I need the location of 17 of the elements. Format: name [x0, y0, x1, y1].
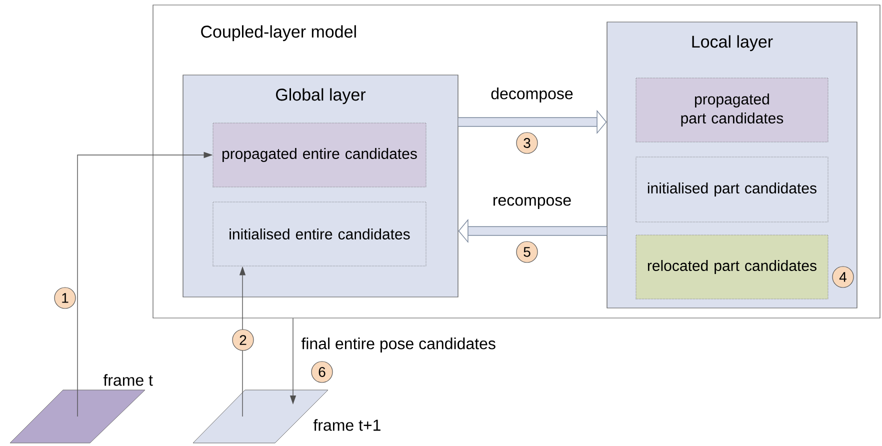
edge-label: decompose: [491, 88, 573, 102]
number-badge: 1: [54, 287, 76, 309]
number-badge: 4: [832, 266, 854, 288]
candidates-box: initialised entire candidates: [212, 202, 426, 266]
number-badge: 3: [516, 132, 538, 154]
number-badge: 2: [232, 329, 254, 351]
number-badge: 5: [516, 241, 538, 263]
node-label: frame t: [103, 374, 153, 386]
frame-drawing: frame t+1: [192, 390, 380, 444]
candidates-box: relocated part candidates: [636, 234, 828, 300]
edge-label: final entire pose candidates: [301, 338, 496, 352]
frame-drawing: frame t: [10, 374, 153, 444]
edge-label: recompose: [494, 197, 571, 209]
candidates-box: initialised part candidates: [636, 156, 828, 222]
candidates-box: propagated part candidates: [636, 78, 828, 142]
number-badge: 6: [311, 361, 333, 383]
candidates-box: propagated entire candidates: [212, 122, 426, 188]
